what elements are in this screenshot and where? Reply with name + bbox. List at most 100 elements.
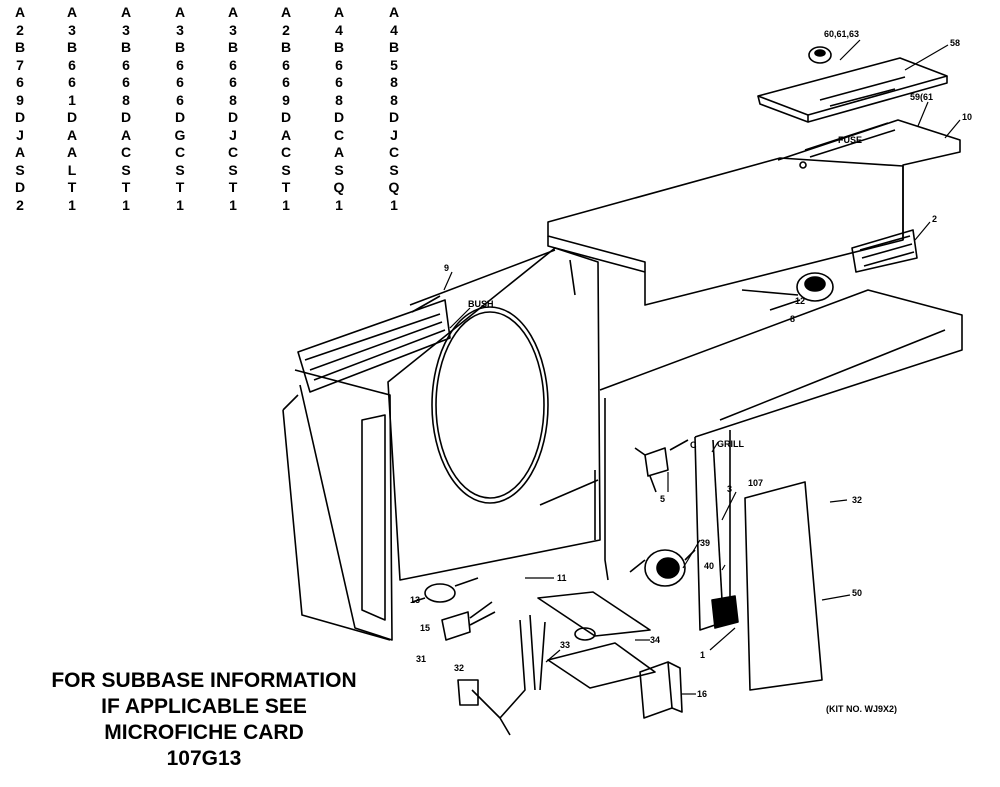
model-char: 5 — [390, 56, 398, 73]
callout-34: 34 — [650, 635, 660, 645]
model-char: 1 — [229, 196, 237, 213]
model-char: 6 — [229, 56, 237, 73]
model-char: B — [388, 39, 400, 55]
model-char: 6 — [16, 74, 24, 90]
model-char: A — [120, 4, 132, 20]
model-char: 6 — [176, 74, 184, 90]
model-char: C — [174, 144, 186, 160]
model-char: A — [333, 4, 345, 20]
base-pan — [599, 289, 963, 581]
model-char: 6 — [282, 74, 290, 90]
model-char: 3 — [68, 21, 76, 38]
note-line-4: 107G13 — [166, 747, 242, 770]
model-char: 9 — [282, 91, 290, 108]
callout-12: 12 — [795, 296, 805, 306]
callout-panel: 50 — [852, 588, 862, 598]
model-char: D — [280, 109, 292, 125]
model-char: A — [388, 4, 400, 20]
model-char: B — [66, 39, 78, 55]
model-char: S — [175, 161, 185, 178]
model-char: G — [174, 126, 186, 143]
model-char: Q — [388, 179, 400, 195]
note-line-3: MICROFICHE CARD — [104, 721, 304, 744]
callout-1: 1 — [700, 650, 705, 660]
model-char: 3 — [122, 21, 130, 38]
note-line-1: FOR SUBBASE INFORMATION — [51, 669, 357, 692]
callout-3: 3 — [727, 484, 732, 494]
model-char: B — [280, 39, 292, 55]
model-char: 6 — [122, 56, 130, 73]
model-char: 1 — [335, 196, 343, 213]
callout-13: 13 — [410, 595, 420, 605]
model-char: 7 — [16, 56, 24, 73]
model-char: D — [174, 109, 186, 125]
model-char: S — [281, 161, 291, 178]
model-char: D — [120, 109, 132, 125]
model-char: S — [228, 161, 238, 178]
side-panel — [744, 481, 823, 691]
model-char: S — [121, 161, 131, 178]
bottom-bracket — [537, 591, 656, 689]
relay — [711, 595, 739, 629]
model-char: 6 — [68, 56, 76, 73]
model-char: C — [227, 144, 239, 160]
model-char: 3 — [176, 21, 184, 38]
model-char: J — [229, 126, 237, 143]
callout-107: 107 — [748, 478, 763, 488]
model-char: 3 — [229, 21, 237, 38]
model-char: A — [66, 4, 78, 20]
model-char: B — [333, 39, 345, 55]
callout-c: C — [690, 440, 697, 450]
model-char: A — [227, 4, 239, 20]
model-char: 6 — [176, 91, 184, 108]
cord-plug — [441, 601, 496, 641]
terminal-block — [851, 229, 918, 273]
callout-5: 5 — [660, 494, 665, 504]
callout-33: 33 — [560, 640, 570, 650]
model-char: S — [15, 161, 25, 178]
callout-8: 8 — [790, 314, 795, 324]
callout-59-61: 59(61 — [910, 92, 933, 102]
callout-40: 40 — [704, 561, 714, 571]
model-char: 8 — [390, 91, 398, 108]
model-char: D — [227, 109, 239, 125]
model-char: 1 — [282, 196, 290, 213]
model-char: Q — [333, 179, 345, 195]
model-char: C — [388, 144, 400, 160]
model-char: S — [334, 161, 344, 178]
model-char: L — [67, 161, 77, 178]
model-char: B — [227, 39, 239, 55]
model-char: 8 — [390, 74, 398, 90]
model-char: T — [228, 179, 238, 195]
model-char: D — [388, 109, 400, 125]
model-char: A — [14, 144, 26, 160]
model-char: C — [120, 144, 132, 160]
front-grille — [282, 299, 451, 641]
model-char: 6 — [282, 56, 290, 73]
model-char: D — [14, 109, 26, 125]
model-char: D — [333, 109, 345, 125]
callout-39: 39 — [700, 538, 710, 548]
callout-bushing: BUSH — [468, 299, 494, 309]
callout-10: 10 — [962, 112, 972, 122]
model-char: A — [14, 4, 26, 20]
model-char: T — [121, 179, 131, 195]
callout-58: 58 — [950, 38, 960, 48]
callout-32b: 32 — [852, 495, 862, 505]
model-char: 8 — [335, 91, 343, 108]
control-panel-plate — [757, 57, 948, 123]
model-char: 4 — [335, 21, 343, 38]
callout-kit-number: (KIT NO. WJ9X2) — [826, 704, 897, 714]
callout-16: 16 — [697, 689, 707, 699]
model-char: 6 — [122, 74, 130, 90]
model-char: C — [280, 144, 292, 160]
model-char: A — [280, 4, 292, 20]
callout-15: 15 — [420, 623, 430, 633]
model-char: A — [66, 144, 78, 160]
model-char: 2 — [282, 21, 290, 38]
